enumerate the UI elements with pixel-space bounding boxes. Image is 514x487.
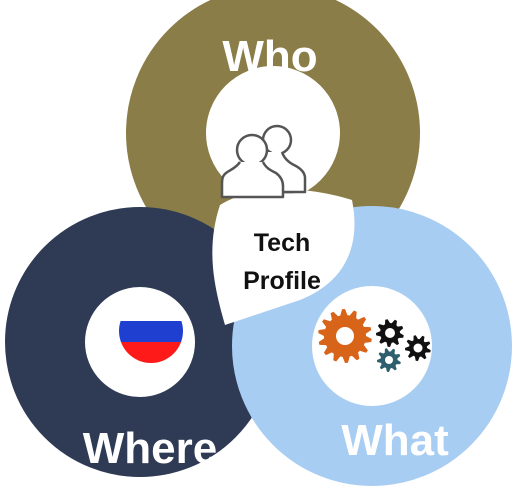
large-gear xyxy=(318,309,372,363)
what-ring xyxy=(232,206,512,486)
russia-flag-icon xyxy=(119,299,183,363)
what-label: What xyxy=(341,416,449,465)
center-title-line2: Profile xyxy=(243,267,321,295)
gears-icon xyxy=(318,309,431,372)
center-patch xyxy=(212,189,355,325)
people-icon xyxy=(220,124,307,199)
who-label: Who xyxy=(222,32,317,81)
where-label: Where xyxy=(83,424,217,473)
small-teal-gear xyxy=(377,348,401,372)
small-dark-gear xyxy=(376,319,431,361)
center-title-line1: Tech xyxy=(254,229,311,257)
